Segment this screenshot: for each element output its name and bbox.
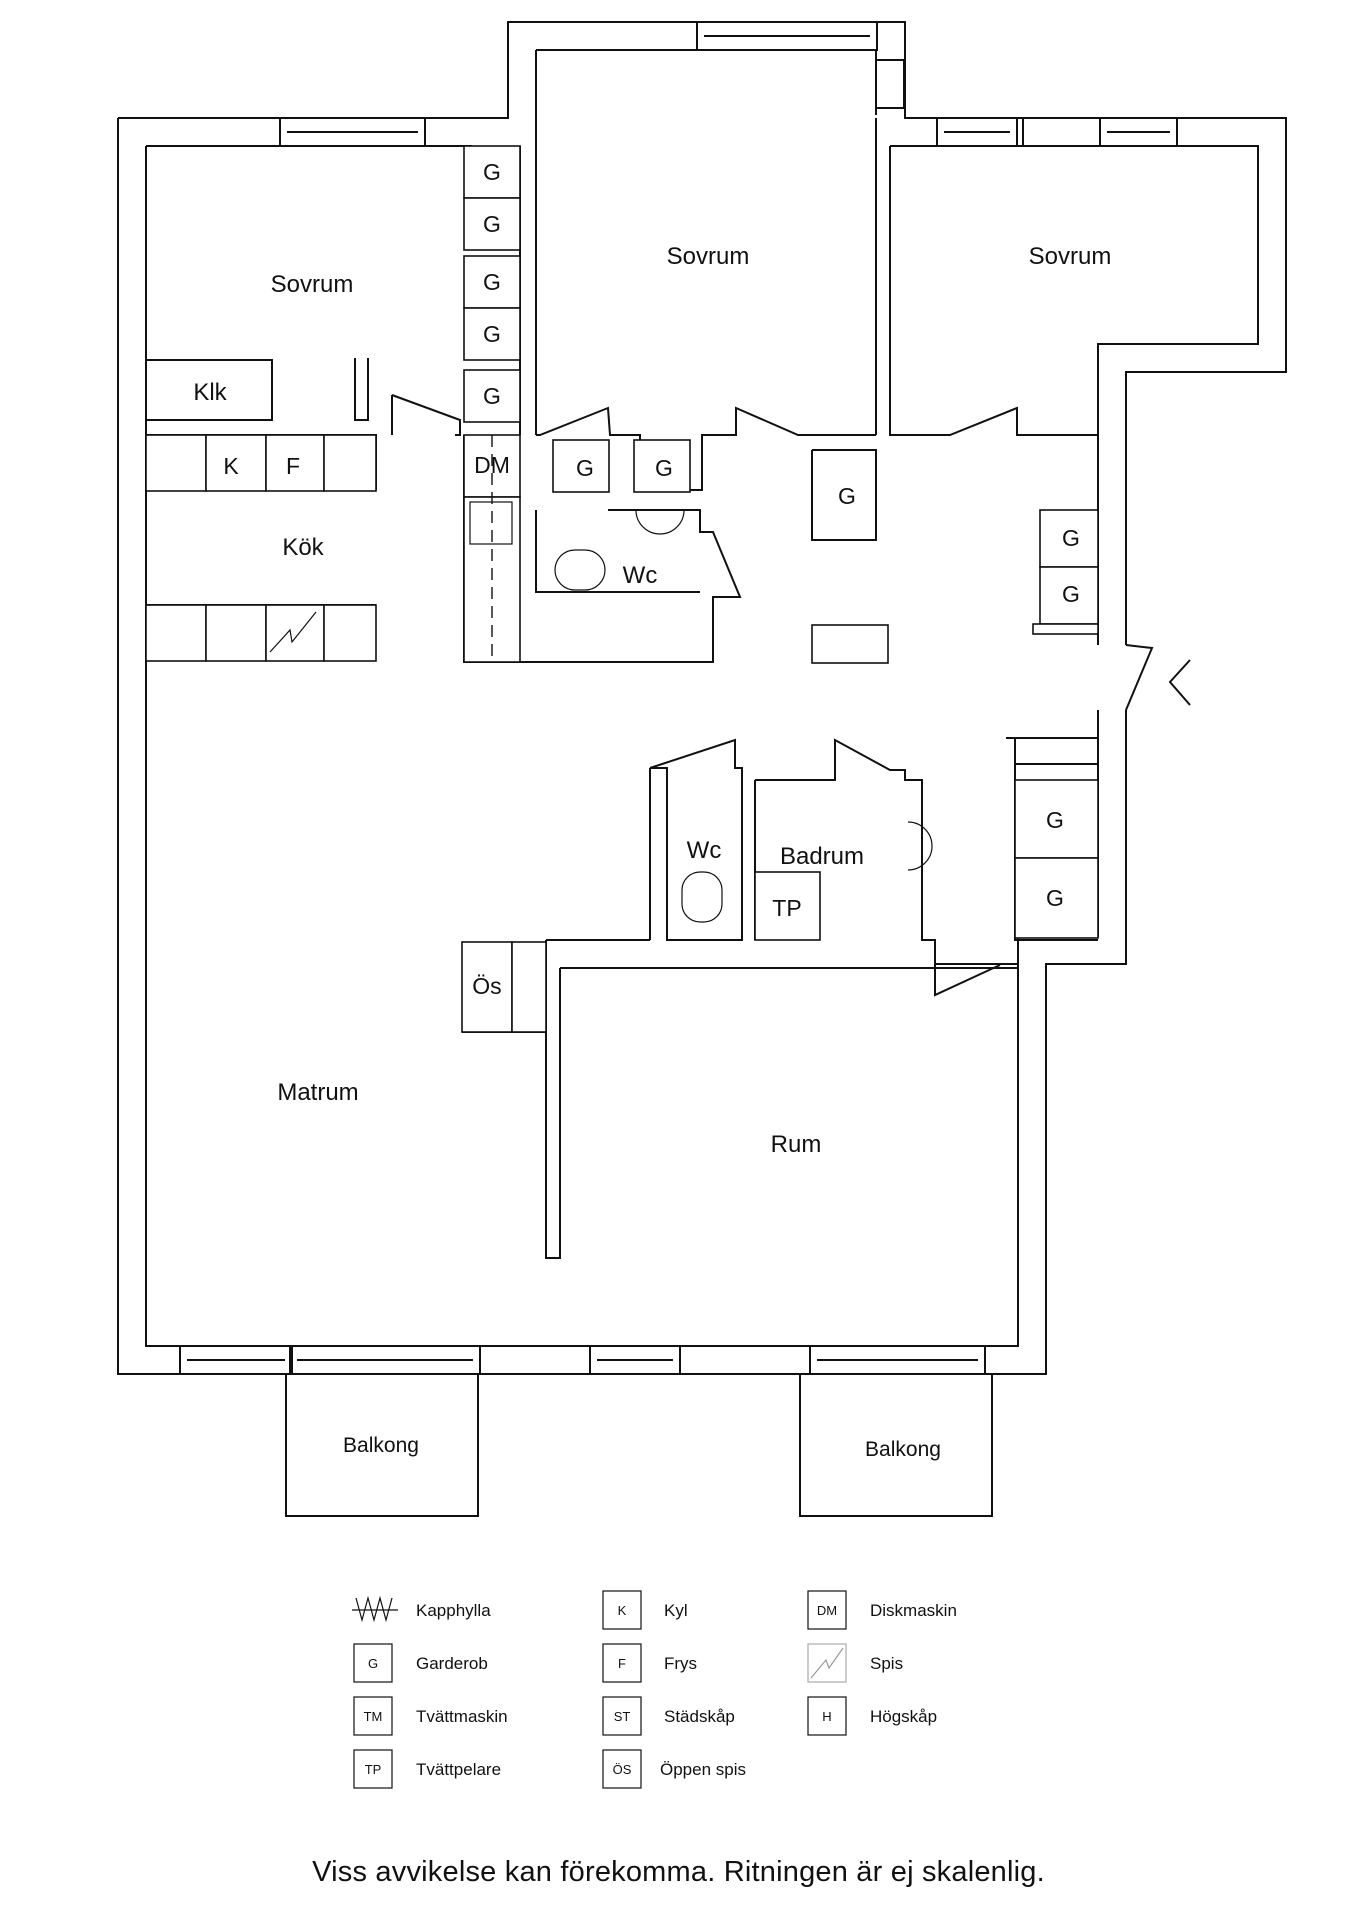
legend-label: Garderob <box>416 1654 488 1673</box>
legend-code: ÖS <box>613 1762 632 1777</box>
wardrobe-label: G <box>1046 885 1064 911</box>
window <box>875 59 905 109</box>
legend-label: Tvättpelare <box>416 1760 501 1779</box>
dishwasher-label: DM <box>474 452 510 478</box>
wardrobe-label: G <box>576 455 594 481</box>
wardrobe-label: G <box>1062 581 1080 607</box>
room-label-balkong: Balkong <box>865 1438 941 1461</box>
wardrobe-label: G <box>483 211 501 237</box>
toilet-icon <box>554 549 606 591</box>
entrance-door <box>1125 644 1154 711</box>
wardrobe-label: G <box>838 483 856 509</box>
stove-icon <box>269 611 317 653</box>
legend-code: DM <box>817 1603 837 1618</box>
legend-code: ST <box>614 1709 631 1724</box>
room-label-badrum: Badrum <box>780 843 864 870</box>
kitchen-counter <box>145 604 207 662</box>
fixtures <box>145 145 1099 1517</box>
shelf <box>1032 623 1099 635</box>
room-label-klk: Klk <box>193 379 227 406</box>
wardrobe <box>463 197 521 251</box>
wardrobe-label: G <box>483 383 501 409</box>
coat-rack-icon <box>352 1595 398 1623</box>
kitchen-counter <box>145 434 207 492</box>
room-labels: Sovrum Sovrum Sovrum Klk Kök Wc Wc Badru… <box>193 243 1111 1461</box>
legend-code: H <box>822 1709 831 1724</box>
window <box>179 1345 293 1375</box>
legend-label: Öppen spis <box>660 1760 746 1779</box>
shower-icon <box>635 509 685 535</box>
room-label-sovrum: Sovrum <box>667 243 750 270</box>
legend-code: K <box>618 1603 627 1618</box>
wardrobe <box>463 145 521 199</box>
open-fireplace <box>461 941 513 1033</box>
fridge <box>205 434 267 492</box>
window <box>589 1345 681 1375</box>
legend-label: Högskåp <box>870 1707 937 1726</box>
kitchen-counter <box>323 434 377 492</box>
legend-code: F <box>618 1656 626 1671</box>
open-fireplace-label: Ös <box>472 973 501 999</box>
legend-label: Tvättmaskin <box>416 1707 508 1726</box>
legend-label: Kyl <box>664 1601 688 1620</box>
wardrobe <box>463 255 521 309</box>
legend-label: Kapphylla <box>416 1601 491 1620</box>
legend-code: TP <box>365 1762 382 1777</box>
legend-label: Städskåp <box>664 1707 735 1726</box>
freezer-label: F <box>286 453 300 479</box>
washing-tower-label: TP <box>772 895 801 921</box>
balcony <box>799 1373 993 1517</box>
wardrobe <box>463 307 521 361</box>
wardrobe-label: G <box>483 159 501 185</box>
room-label-sovrum: Sovrum <box>1029 243 1112 270</box>
wardrobe-label: G <box>1046 807 1064 833</box>
kitchen-counter <box>205 604 267 662</box>
legend-code: G <box>368 1656 378 1671</box>
window <box>696 21 878 51</box>
room-label-rum: Rum <box>771 1131 822 1158</box>
freezer <box>265 434 325 492</box>
legend-label: Spis <box>870 1654 903 1673</box>
room-label-kok: Kök <box>282 534 324 561</box>
room-label-sovrum: Sovrum <box>271 271 354 298</box>
balcony <box>285 1373 479 1517</box>
wardrobe <box>633 439 691 493</box>
wardrobe <box>463 369 521 423</box>
window <box>279 117 426 147</box>
wardrobe-label: G <box>483 269 501 295</box>
exterior-walls <box>117 21 1287 1375</box>
room-label-matrum: Matrum <box>277 1079 358 1106</box>
kitchen-counter <box>323 604 377 662</box>
window <box>1099 117 1178 147</box>
wardrobe-label: G <box>1062 525 1080 551</box>
window <box>1022 117 1101 147</box>
wardrobe <box>1039 509 1099 568</box>
room-label-balkong: Balkong <box>343 1434 419 1457</box>
stove-legend-icon <box>807 1643 847 1683</box>
legend: Kapphylla G Garderob TM Tvättmaskin TP T… <box>352 1590 957 1789</box>
legend-label: Frys <box>664 1654 697 1673</box>
wardrobe-label: G <box>483 321 501 347</box>
fixture-labels: G G G G G DM K F G G G G G G G TP Ös <box>223 159 1080 999</box>
wardrobe <box>552 439 610 493</box>
toilet-icon <box>681 871 723 923</box>
disclaimer-text: Viss avvikelse kan förekomma. Ritningen … <box>312 1856 1045 1888</box>
fridge-label: K <box>223 453 239 479</box>
wardrobe <box>1014 857 1099 939</box>
bench <box>811 624 889 664</box>
fireplace-hearth <box>511 941 547 1033</box>
wardrobe <box>1014 779 1099 859</box>
legend-label: Diskmaskin <box>870 1601 957 1620</box>
wardrobe-label: G <box>655 455 673 481</box>
washing-tower <box>754 871 821 941</box>
room-label-wc: Wc <box>623 562 658 589</box>
shower-icon <box>907 821 933 871</box>
legend-code: TM <box>364 1709 383 1724</box>
sink-icon <box>469 501 513 545</box>
room-label-wc: Wc <box>687 837 722 864</box>
entrance-arrow-icon <box>1168 659 1191 706</box>
window <box>936 117 1018 147</box>
